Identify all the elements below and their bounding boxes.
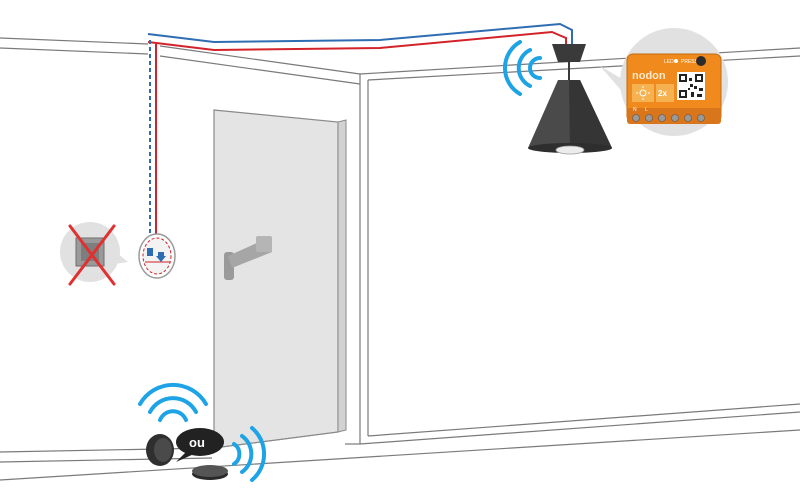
qr-code-icon	[677, 72, 705, 100]
terminal-screw	[671, 114, 679, 122]
remote-signal-icon-2	[232, 426, 267, 482]
wiring	[147, 22, 573, 234]
old-switch-callout	[60, 222, 128, 286]
door-handle	[224, 236, 272, 280]
press-label: PRESS	[681, 59, 699, 65]
terminal-screw	[658, 114, 666, 122]
wireless-signal-icon	[502, 40, 542, 96]
wall-button-device	[146, 434, 174, 466]
module-brand: nodon	[632, 70, 666, 82]
room-outline	[0, 37, 800, 481]
door	[213, 109, 347, 449]
terminal-label-n: N	[633, 107, 637, 113]
terminal-screw	[697, 114, 705, 122]
press-button	[696, 56, 706, 66]
puck-remote	[192, 465, 228, 480]
led-indicator	[674, 59, 678, 63]
terminal-screw	[645, 114, 653, 122]
or-bubble: ou	[176, 428, 224, 462]
terminal-label-l: L	[645, 107, 648, 113]
terminal-block	[632, 114, 705, 122]
remote-signal-icon	[138, 382, 208, 422]
light-icon	[636, 86, 650, 100]
nodon-module: LED PRESS nodon 2x	[626, 53, 722, 124]
wall-junction-box	[138, 233, 176, 279]
module-badge: 2x	[658, 89, 667, 98]
terminal-screw	[632, 114, 640, 122]
led-label: LED	[664, 59, 674, 65]
or-bubble-text: ou	[189, 435, 205, 450]
terminal-screw	[684, 114, 692, 122]
cross-icon	[68, 224, 116, 286]
ceiling-lamp	[528, 44, 612, 155]
